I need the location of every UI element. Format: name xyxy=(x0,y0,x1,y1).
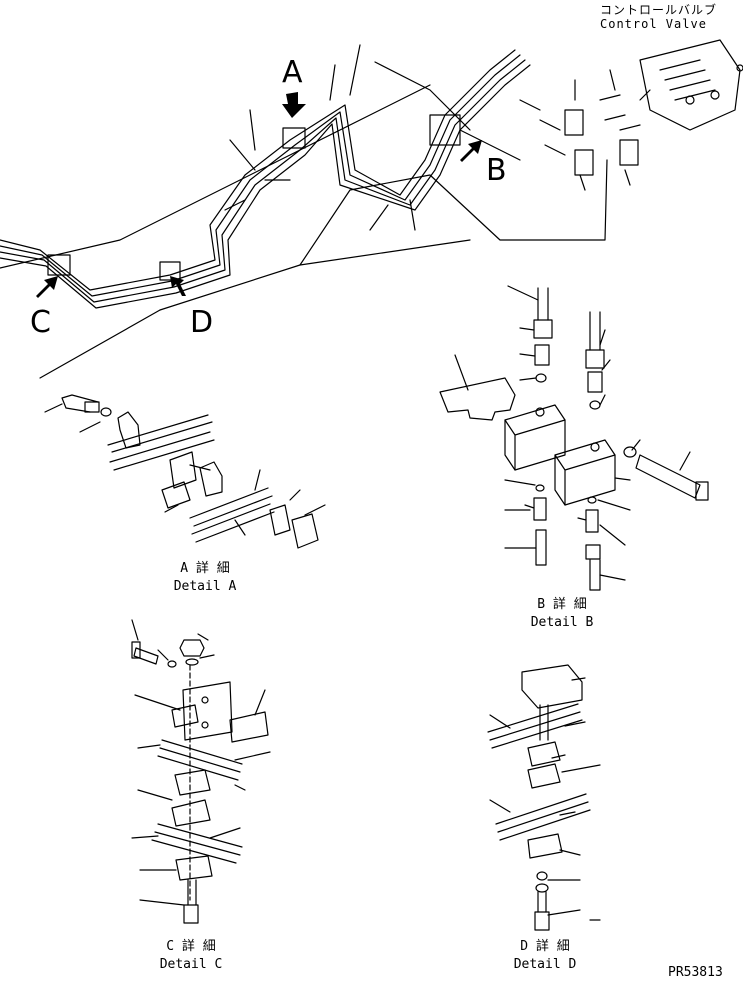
hose-bundle xyxy=(0,49,531,309)
callout-a-label: A xyxy=(282,55,303,90)
control-valve-label-en: Control Valve xyxy=(600,17,707,31)
detail-d-title-en: Detail D xyxy=(513,957,577,972)
clamp-c xyxy=(47,254,71,276)
arrow-a-icon xyxy=(282,92,306,118)
arrow-d-icon xyxy=(170,276,186,296)
drawing-number: PR53813 xyxy=(668,965,723,980)
overview-assembly xyxy=(0,39,743,379)
detail-a-title-jp: A 詳 細 xyxy=(180,561,230,576)
callout-b-label: B xyxy=(486,153,507,188)
detail-a-drawing xyxy=(44,394,326,549)
detail-b-title-jp: B 詳 細 xyxy=(537,597,587,612)
callout-arrows xyxy=(36,92,482,298)
detail-c-title-jp: C 詳 細 xyxy=(166,939,216,954)
control-valve-label-jp: コントロールバルブ xyxy=(600,3,718,17)
arrow-c-icon xyxy=(36,276,58,298)
block-b xyxy=(429,114,461,146)
callout-d-label: D xyxy=(190,305,214,340)
detail-b-title-en: Detail B xyxy=(530,615,594,630)
detail-c-title-en: Detail C xyxy=(159,957,223,972)
detail-b-drawing xyxy=(439,285,709,591)
arrow-b-icon xyxy=(460,140,482,162)
clamp-d xyxy=(159,261,181,281)
control-valve xyxy=(639,39,743,131)
detail-a-title-en: Detail A xyxy=(173,579,237,594)
detail-d-title-jp: D 詳 細 xyxy=(520,939,570,954)
callout-c-label: C xyxy=(30,305,51,340)
detail-d-drawing xyxy=(487,664,601,931)
detail-c-drawing xyxy=(131,619,271,924)
clamp-a xyxy=(282,127,306,149)
